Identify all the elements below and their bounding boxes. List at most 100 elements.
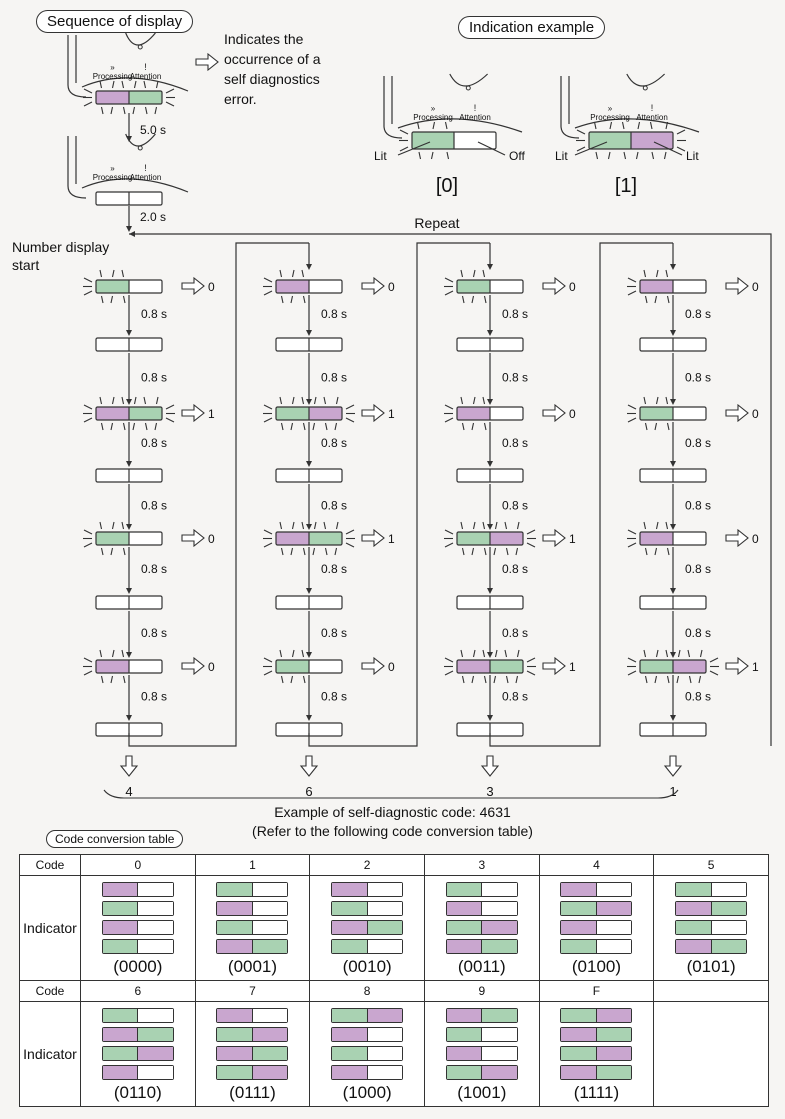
bit-value: 0 [752,407,759,421]
table-indicator-bar [216,920,289,935]
sequence-indicator [639,468,707,483]
step-time: 0.8 s [502,499,528,513]
indicator-right-segment [129,660,162,673]
ray [472,396,476,405]
indicator-cell: (0010) [309,875,425,981]
step-time: 0.8 s [502,307,528,321]
binary-value: (0010) [342,957,392,976]
ray [334,547,338,556]
device-dial-dot [137,44,143,50]
ray [144,106,148,115]
ray [677,649,681,658]
indicator-left-segment [640,338,673,351]
attention-icon: ! [474,103,477,113]
ray [121,396,125,405]
ray [121,80,125,89]
indicator-left-segment [640,407,673,420]
binary-value: (1001) [457,1083,507,1102]
ray [290,675,294,684]
indicator-right-segment [129,723,162,736]
ray [301,396,305,405]
binary-value: (0100) [571,957,622,976]
number-display-label-2: start [12,257,39,273]
bit-arrow [725,403,749,423]
indicator-right-segment [490,469,523,482]
ray [155,80,159,89]
ray [111,269,115,278]
step-arrow-head [126,524,132,530]
table-indicator-bar [445,1008,518,1023]
ray [494,521,498,530]
ray [111,80,115,89]
indicator-left-segment [640,469,673,482]
ray [155,396,159,405]
indicator-left-segment [457,596,490,609]
step-time: 0.8 s [141,307,167,321]
code-value: 4 [538,854,655,876]
bit-value: 0 [388,660,395,674]
indicates-text: occurrence of a [224,51,321,67]
bit-arrow [361,403,385,423]
device-indicator [588,131,674,150]
code-value: 6 [80,980,196,1002]
ray [666,547,670,556]
ray [416,121,420,130]
indicator-right-segment [129,192,162,205]
bit-arrow [725,276,749,296]
sequence-indicator [95,595,163,610]
ray [472,269,476,278]
ray [460,649,464,658]
step-time: 0.8 s [141,562,167,576]
ray [444,542,454,548]
ray [110,422,114,431]
step-time: 0.8 s [685,436,711,450]
ray [100,295,104,304]
ray [644,547,648,556]
indicates-text: Indicates the [224,31,304,47]
ray [335,396,339,405]
ray [165,417,175,423]
sequence-indicator [95,531,163,546]
ray [644,675,648,684]
step-arrow-head [306,330,312,336]
ray [280,422,284,431]
sequence-indicator [275,595,343,610]
lit-pointer-1a [574,141,608,156]
ray [649,121,653,130]
off-label: Off [509,149,525,163]
step-time: 0.8 s [321,626,347,640]
ray [688,675,692,684]
ray [709,670,719,676]
indicator-right-segment [309,280,342,293]
table-indicator-bar [101,1027,174,1042]
step-time: 0.8 s [141,436,167,450]
ray [471,422,475,431]
step-time: 0.8 s [502,690,528,704]
step-arrow-head [670,461,676,467]
indicator-rays [263,396,355,431]
ray [471,295,475,304]
indicator-right-segment [309,532,342,545]
table-indicator-bar [331,1027,404,1042]
ray [471,547,475,556]
table-indicator-bar [331,920,404,935]
ray [291,396,295,405]
ray [99,521,103,530]
ray [698,675,702,684]
device-curve [81,178,189,193]
digit-value: 6 [305,784,312,799]
indicator-cell: (1000) [309,1001,425,1107]
attention-label: Attention [636,113,668,122]
indicator-rays [444,269,487,304]
bit-arrow [361,528,385,548]
indicator-right-segment [454,132,496,149]
step-arrow-head [306,461,312,467]
device-dial [449,73,489,87]
indicator-right-segment [129,338,162,351]
step-arrow-head [487,524,493,530]
ray [460,396,464,405]
table-indicator-bar [560,1046,633,1061]
table-indicator-bar [445,901,518,916]
ray [100,106,104,115]
